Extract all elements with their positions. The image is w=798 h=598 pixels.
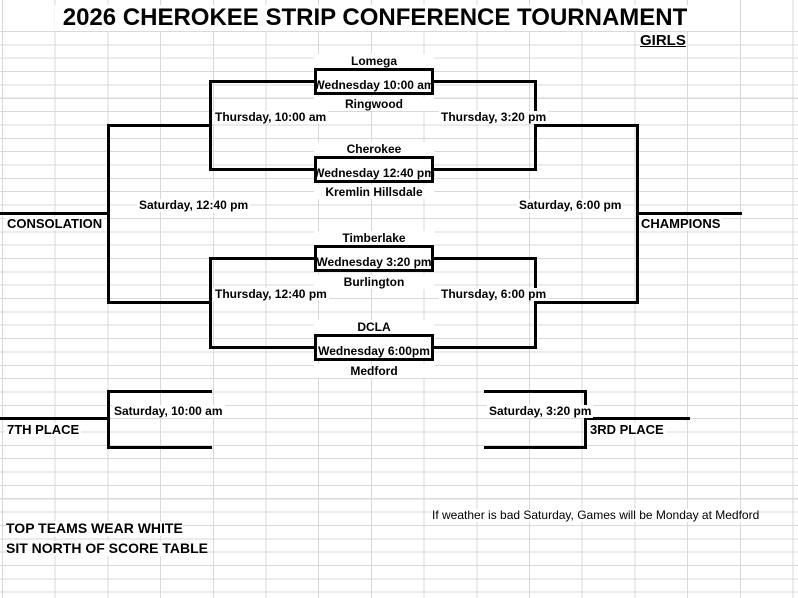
game-box-1: Wednesday 10:00 am [313, 68, 435, 95]
champions-label: CHAMPIONS [639, 216, 723, 231]
team-name-timberlake: Timberlake [314, 231, 434, 245]
team-name-dcla: DCLA [314, 320, 434, 334]
consolation-semi2-winner-line [107, 301, 212, 304]
game-4-time: Wednesday 6:00pm [318, 344, 430, 358]
championship-semi2-winner-line [534, 301, 639, 304]
team-name-ringwood: Ringwood [314, 97, 434, 111]
championship-semi1-bottom-line [434, 168, 537, 171]
seventh-place-time: Saturday, 10:00 am [112, 404, 225, 418]
consolation-final-time: Saturday, 12:40 pm [137, 198, 251, 212]
third-place-label: 3RD PLACE [588, 422, 666, 437]
seventh-place-label: 7TH PLACE [5, 422, 82, 437]
championship-semi1-top-line [434, 80, 537, 83]
division-label: GIRLS [640, 32, 686, 49]
championship-semi1-time: Thursday, 3:20 pm [439, 110, 549, 124]
consolation-semi1-time: Thursday, 10:00 am [213, 110, 329, 124]
championship-semi2-bottom-line [434, 346, 537, 349]
game-3-time: Wednesday 3:20 pm [316, 255, 432, 269]
championship-semi2-top-line [434, 257, 537, 260]
uniform-note: TOP TEAMS WEAR WHITE [6, 520, 183, 536]
consolation-label: CONSOLATION [5, 216, 105, 231]
game-2-time: Wednesday 12:40 pm [313, 166, 435, 180]
consolation-semi2-time: Thursday, 12:40 pm [213, 287, 329, 301]
game-box-2: Wednesday 12:40 pm [313, 156, 435, 183]
team-name-lomega: Lomega [314, 54, 434, 68]
seating-note: SIT NORTH OF SCORE TABLE [6, 540, 208, 556]
championship-semi2-time: Thursday, 6:00 pm [439, 287, 549, 301]
game-box-4: Wednesday 6:00pm [314, 334, 434, 361]
team-name-burlington: Burlington [314, 275, 434, 289]
consolation-semi2-top-line [210, 257, 315, 260]
consolation-semi1-winner-line [107, 124, 212, 127]
weather-note: If weather is bad Saturday, Games will b… [432, 508, 760, 522]
seventh-place-bottom-line [107, 446, 212, 449]
third-place-bottom-line [484, 446, 587, 449]
consolation-winner-line [0, 212, 110, 215]
seventh-place-top-line [107, 390, 212, 393]
consolation-semi1-bottom-line [210, 168, 315, 171]
championship-final-time: Saturday, 6:00 pm [517, 198, 624, 212]
champions-winner-line [636, 212, 742, 215]
championship-semi1-winner-line [534, 124, 639, 127]
team-name-kremlin-hillsdale: Kremlin Hillsdale [314, 185, 434, 199]
tournament-title: 2026 CHEROKEE STRIP CONFERENCE TOURNAMEN… [54, 5, 696, 31]
game-box-3: Wednesday 3:20 pm [314, 245, 434, 272]
seventh-place-winner-line [0, 417, 110, 420]
third-place-time: Saturday, 3:20 pm [487, 404, 594, 418]
game-1-time: Wednesday 10:00 am [313, 78, 435, 92]
third-place-top-line [484, 390, 587, 393]
team-name-medford: Medford [314, 364, 434, 378]
consolation-semi1-top-line [210, 80, 315, 83]
consolation-semi2-bottom-line [210, 346, 315, 349]
third-place-winner-line [584, 417, 690, 420]
team-name-cherokee: Cherokee [314, 142, 434, 156]
